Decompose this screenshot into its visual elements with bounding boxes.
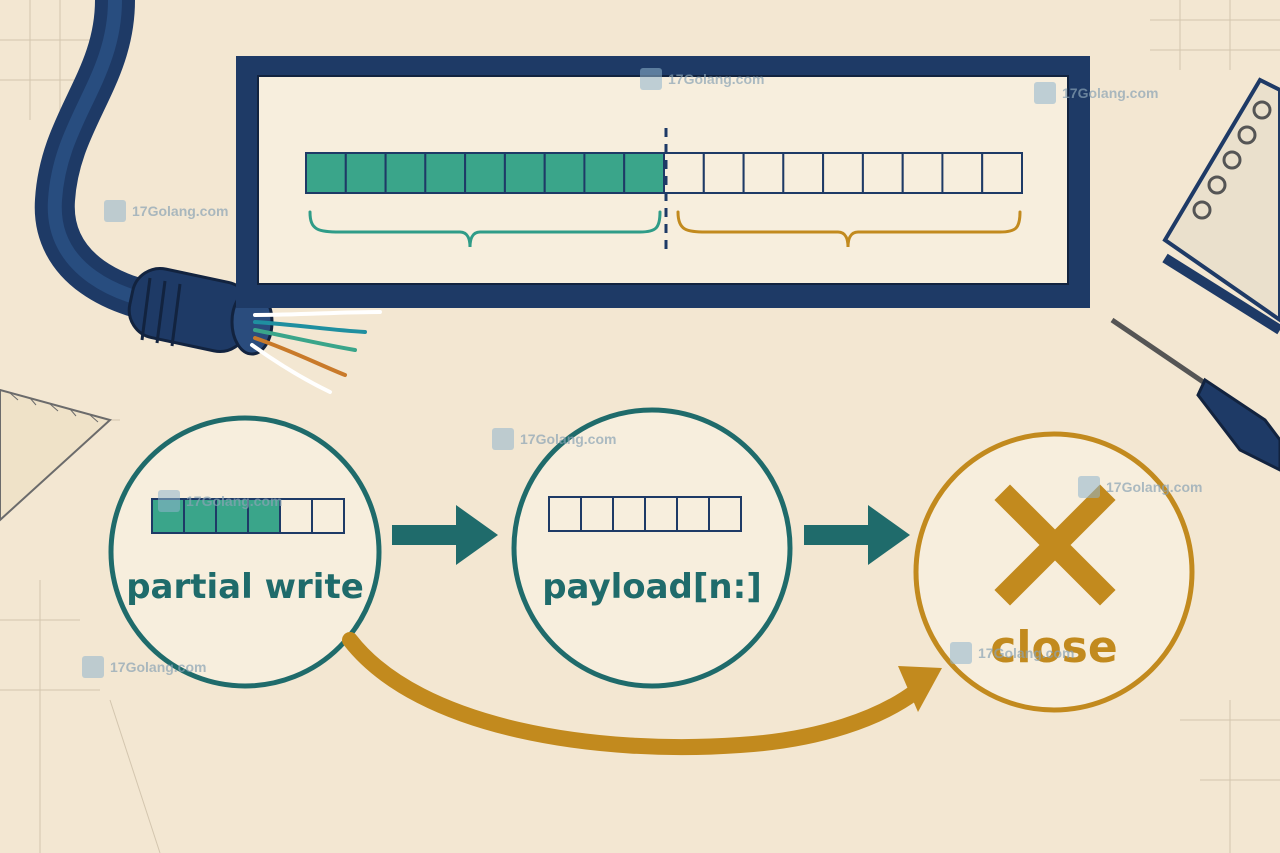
watermark-text: 17Golang.com: [186, 493, 282, 509]
x-icon: [994, 484, 1116, 606]
cable-icon: [34, 0, 382, 394]
watermark-logo-icon: [82, 656, 104, 678]
buffer-cell-empty: [702, 152, 745, 194]
watermark: 17Golang.com: [158, 490, 282, 512]
step-label-payload-slice: payload[n:]: [542, 567, 762, 607]
mini-cell-empty: [676, 496, 710, 532]
mini-buffer-remaining: [548, 496, 742, 532]
step-close: close: [913, 431, 1195, 713]
mini-cell-empty: [708, 496, 742, 532]
watermark: 17Golang.com: [1078, 476, 1202, 498]
watermark-logo-icon: [1034, 82, 1056, 104]
buffer-cell-empty: [901, 152, 944, 194]
watermark-logo-icon: [104, 200, 126, 222]
watermark: 17Golang.com: [82, 656, 206, 678]
mini-cell-empty: [580, 496, 614, 532]
arrow-partial-to-close: [342, 632, 942, 756]
buffer-cell-written: [543, 152, 586, 194]
watermark: 17Golang.com: [492, 428, 616, 450]
buffer-cell-written: [344, 152, 387, 194]
buffer-cell-empty: [981, 152, 1024, 194]
mini-buffer-partial: [151, 498, 345, 534]
watermark-text: 17Golang.com: [1062, 85, 1158, 101]
watermark-text: 17Golang.com: [132, 203, 228, 219]
buffer-cell-written: [464, 152, 506, 194]
arrow-partial-to-payload: [392, 505, 498, 565]
buffer-cell-written: [583, 152, 626, 194]
watermark: 17Golang.com: [104, 200, 228, 222]
mini-cell-empty: [644, 496, 678, 532]
buffer-cell-empty: [861, 152, 904, 194]
buffer-cell-empty: [941, 152, 984, 194]
notebook-icon: [1162, 77, 1280, 335]
watermark-logo-icon: [950, 642, 972, 664]
watermark-text: 17Golang.com: [1106, 479, 1202, 495]
mini-cell-written: [183, 498, 217, 534]
buffer-cell-empty: [782, 152, 825, 194]
watermark-text: 17Golang.com: [668, 71, 764, 87]
watermark: 17Golang.com: [950, 642, 1074, 664]
mini-cell-empty: [548, 496, 582, 532]
watermark-text: 17Golang.com: [110, 659, 206, 675]
watermark-text: 17Golang.com: [520, 431, 616, 447]
buffer-cell-empty: [822, 152, 864, 194]
written-brace: [308, 210, 662, 248]
buffer-cell-written: [305, 152, 347, 194]
mini-cell-empty: [279, 498, 313, 534]
screwdriver-icon: [1110, 317, 1280, 472]
watermark: 17Golang.com: [1034, 82, 1158, 104]
step-label-partial-write: partial write: [126, 567, 364, 607]
step-label-close: close: [990, 622, 1117, 673]
buffer-cell-written: [623, 152, 666, 194]
buffer-cell-written: [384, 152, 427, 194]
watermark: 17Golang.com: [640, 68, 764, 90]
remaining-brace: [676, 210, 1022, 248]
buffer-cell-written: [424, 152, 467, 194]
ruler-icon: [0, 388, 113, 522]
mini-cell-empty: [612, 496, 646, 532]
watermark-layer: 17Golang.com 17Golang.com 17Golang.com 17Go…: [82, 68, 1202, 678]
mini-cell-empty: [311, 498, 345, 534]
step-partial-write: partial write: [108, 415, 382, 689]
watermark-logo-icon: [640, 68, 662, 90]
watermark-logo-icon: [492, 428, 514, 450]
buffer-cells: [305, 152, 1024, 194]
step-payload-slice: payload[n:]: [511, 407, 793, 689]
watermark-logo-icon: [1078, 476, 1100, 498]
watermark-logo-icon: [158, 490, 180, 512]
buffer-cell-empty: [663, 152, 705, 194]
buffer-cell-written: [503, 152, 546, 194]
arrow-payload-to-close: [804, 505, 910, 565]
watermark-text: 17Golang.com: [978, 645, 1074, 661]
buffer-cell-empty: [742, 152, 785, 194]
